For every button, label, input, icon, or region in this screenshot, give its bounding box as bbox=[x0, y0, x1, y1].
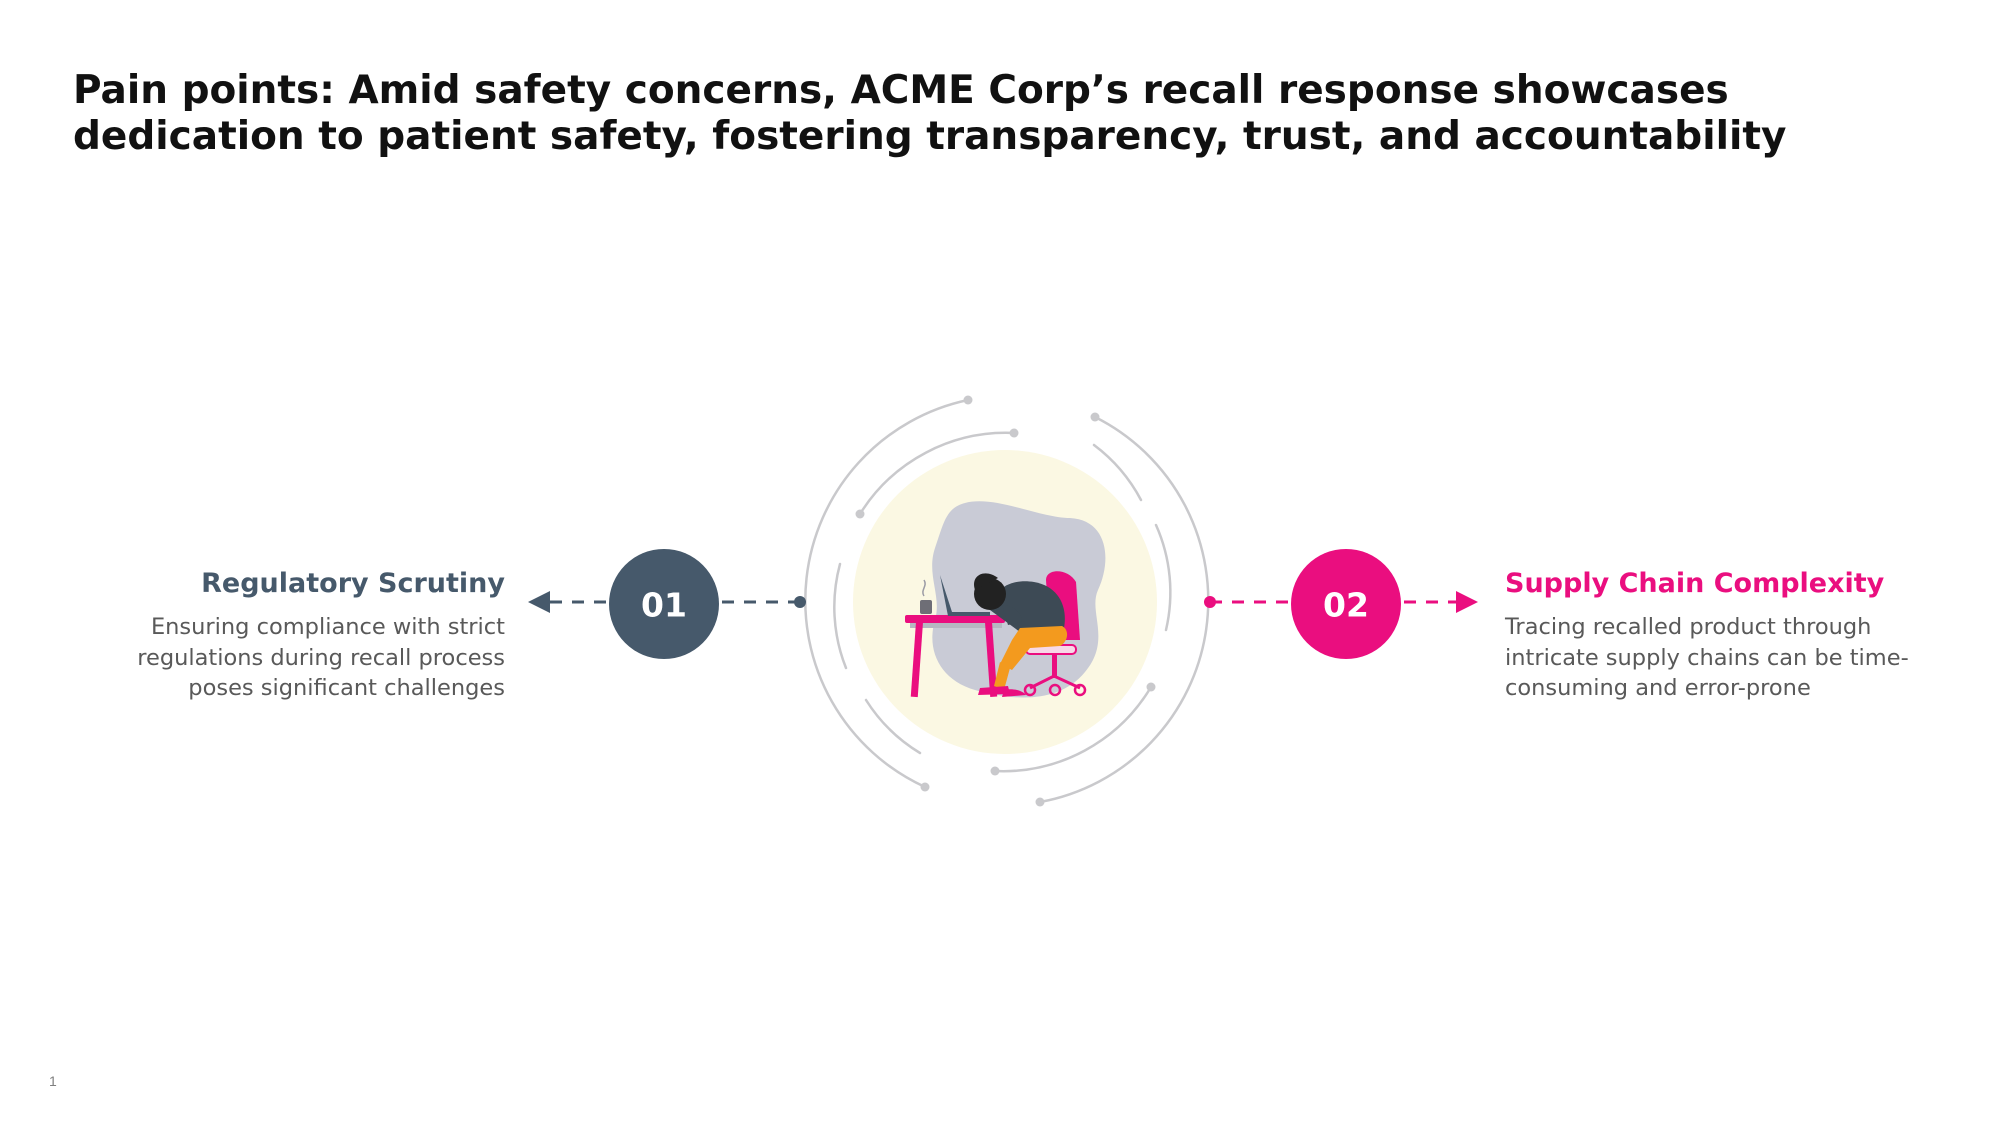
middle-ring-arc-right bbox=[1154, 523, 1172, 632]
outer-ring-arc-left bbox=[804, 398, 970, 789]
pain-point-supply-chain-complexity: Supply Chain Complexity Tracing recalled… bbox=[1505, 565, 1945, 704]
inner-ring-arc-left bbox=[833, 562, 848, 670]
connector-right bbox=[1204, 591, 1478, 613]
pain-point-heading: Supply Chain Complexity bbox=[1505, 568, 1885, 599]
step-badge-01: 01 bbox=[609, 549, 719, 659]
exhausted-worker-at-desk-icon bbox=[905, 501, 1106, 698]
connector-left bbox=[528, 591, 806, 613]
pain-point-description: Tracing recalled product through intrica… bbox=[1505, 614, 1909, 701]
orbit-dots bbox=[855, 395, 1156, 807]
pain-point-description: Ensuring compliance with strict regulati… bbox=[137, 614, 505, 701]
slide-title: Pain points: Amid safety concerns, ACME … bbox=[73, 68, 1787, 159]
orbit-rings bbox=[804, 398, 1210, 804]
inner-ring-arc-bottom-left bbox=[864, 698, 922, 755]
page-number: 1 bbox=[49, 1073, 57, 1089]
step-badge-02: 02 bbox=[1291, 549, 1401, 659]
step-number-01: 01 bbox=[641, 586, 687, 625]
middle-ring-arc-right-top bbox=[1092, 443, 1143, 502]
middle-ring-arc-bottom bbox=[993, 685, 1153, 773]
outer-ring-arc-right bbox=[1038, 415, 1210, 804]
pain-point-heading: Regulatory Scrutiny bbox=[201, 568, 505, 599]
connector-left-dot bbox=[794, 596, 806, 608]
step-number-02: 02 bbox=[1323, 586, 1369, 625]
middle-ring-arc-top bbox=[858, 431, 1016, 516]
pain-point-regulatory-scrutiny: Regulatory Scrutiny Ensuring compliance … bbox=[85, 565, 505, 704]
